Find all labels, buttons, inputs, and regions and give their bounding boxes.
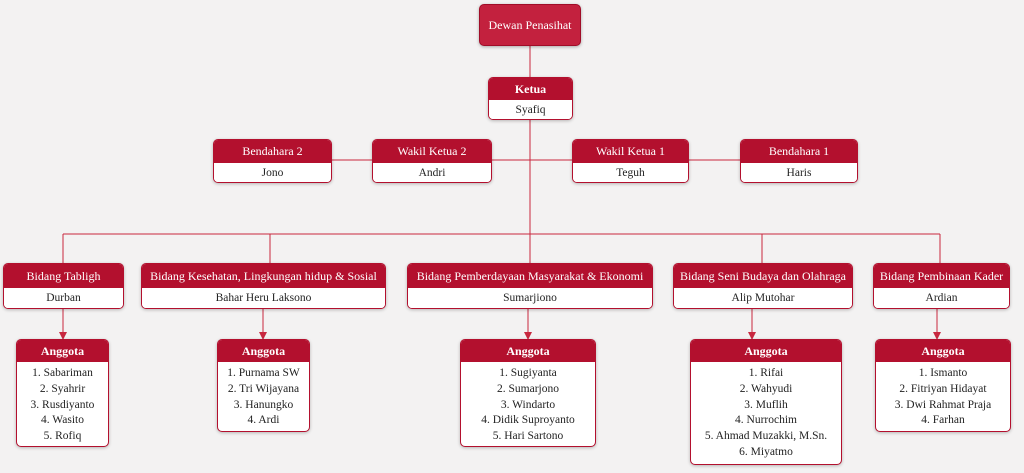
members-box-pemberdayaan: Anggota 1. Sugiyanta 2. Sumarjono 3. Win… [460, 339, 596, 447]
division-title: Bidang Pembinaan Kader [874, 264, 1009, 288]
division-head: Bahar Heru Laksono [142, 288, 385, 308]
advisor-title: Dewan Penasihat [488, 17, 572, 32]
member-item: 2. Sumarjono [497, 382, 559, 395]
division-head: Durban [4, 288, 123, 308]
member-item: 5. Rofiq [43, 430, 82, 443]
member-item: 3. Dwi Rahmat Praja [894, 398, 992, 411]
member-item: 4. Wasito [41, 414, 84, 427]
chair-box: Ketua Syafiq [488, 77, 573, 120]
officer-box-bendahara-2: Bendahara 2 Jono [213, 139, 332, 183]
member-item: 1. Sabariman [32, 367, 93, 379]
member-item: 3. Rusdiyanto [30, 398, 95, 411]
members-title: Anggota [218, 340, 309, 362]
division-head: Alip Mutohar [674, 288, 852, 308]
officer-title: Bendahara 2 [214, 140, 331, 163]
member-item: 1. Rifai [748, 367, 784, 379]
member-item: 2. Wahyudi [739, 382, 793, 395]
member-item: 4. Nurrochim [735, 414, 797, 427]
member-item: 1. Purnama SW [227, 367, 300, 379]
member-item: 6. Miyatmo [739, 445, 793, 458]
division-box-pembinaan-kader: Bidang Pembinaan Kader Ardian [873, 263, 1010, 309]
division-title: Bidang Pemberdayaan Masyarakat & Ekonomi [408, 264, 652, 288]
members-box-seni-budaya: Anggota 1. Rifai 2. Wahyudi 3. Muflih 4.… [690, 339, 842, 465]
officer-title: Bendahara 1 [741, 140, 857, 163]
members-title: Anggota [461, 340, 595, 362]
member-item: 5. Hari Sartono [492, 430, 564, 443]
advisor-box: Dewan Penasihat [479, 4, 581, 46]
members-box-tabligh: Anggota 1. Sabariman 2. Syahrir 3. Rusdi… [16, 339, 109, 447]
officer-box-wakil-ketua-1: Wakil Ketua 1 Teguh [572, 139, 689, 183]
officer-title: Wakil Ketua 2 [373, 140, 491, 163]
member-item: 2. Syahrir [39, 382, 86, 395]
officer-name: Jono [214, 163, 331, 182]
chair-name: Syafiq [489, 100, 572, 119]
member-item: 5. Ahmad Muzakki, M.Sn. [704, 430, 828, 443]
division-head: Ardian [874, 288, 1009, 308]
division-title: Bidang Kesehatan, Lingkungan hidup & Sos… [142, 264, 385, 288]
member-item: 4. Didik Suproyanto [481, 414, 575, 427]
division-title: Bidang Tabligh [4, 264, 123, 288]
officer-name: Teguh [573, 163, 688, 182]
member-item: 2. Tri Wijayana [227, 382, 300, 395]
members-title: Anggota [876, 340, 1010, 362]
division-box-tabligh: Bidang Tabligh Durban [3, 263, 124, 309]
division-box-kesehatan: Bidang Kesehatan, Lingkungan hidup & Sos… [141, 263, 386, 309]
division-head: Sumarjiono [408, 288, 652, 308]
members-box-pembinaan-kader: Anggota 1. Ismanto 2. Fitriyan Hidayat 3… [875, 339, 1011, 432]
member-item: 3. Hanungko [233, 398, 294, 411]
officer-box-wakil-ketua-2: Wakil Ketua 2 Andri [372, 139, 492, 183]
officer-title: Wakil Ketua 1 [573, 140, 688, 163]
member-item: 4. Ardi [247, 414, 280, 427]
division-box-seni-budaya: Bidang Seni Budaya dan Olahraga Alip Mut… [673, 263, 853, 309]
division-box-pemberdayaan: Bidang Pemberdayaan Masyarakat & Ekonomi… [407, 263, 653, 309]
chair-title: Ketua [489, 78, 572, 100]
members-box-kesehatan: Anggota 1. Purnama SW 2. Tri Wijayana 3.… [217, 339, 310, 432]
member-item: 4. Farhan [921, 414, 965, 427]
officer-box-bendahara-1: Bendahara 1 Haris [740, 139, 858, 183]
officer-name: Andri [373, 163, 491, 182]
officer-name: Haris [741, 163, 857, 182]
member-item: 3. Muflih [744, 398, 788, 411]
member-item: 1. Sugiyanta [499, 367, 557, 379]
member-item: 1. Ismanto [918, 367, 968, 379]
division-title: Bidang Seni Budaya dan Olahraga [674, 264, 852, 288]
member-item: 3. Windarto [500, 398, 556, 411]
members-title: Anggota [17, 340, 108, 362]
members-title: Anggota [691, 340, 841, 362]
member-item: 2. Fitriyan Hidayat [899, 382, 987, 395]
